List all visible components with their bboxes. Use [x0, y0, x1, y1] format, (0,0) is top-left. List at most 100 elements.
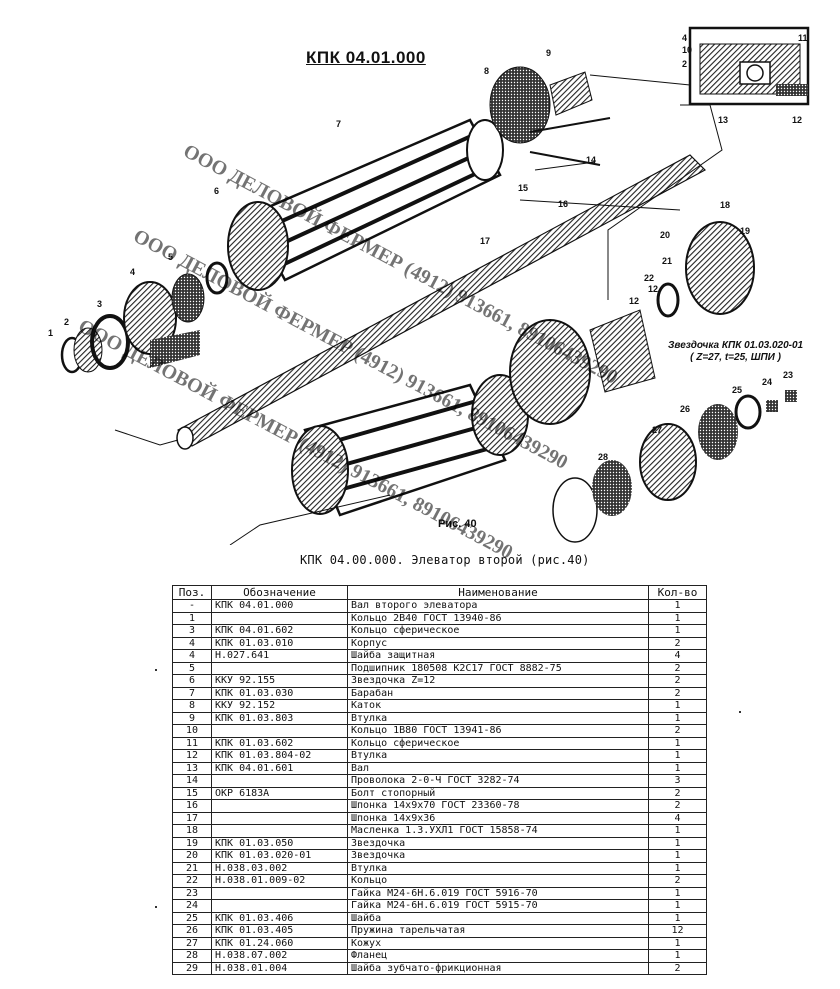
callout: 26 — [680, 404, 691, 414]
cell-name: Звездочка Z=12 — [347, 674, 649, 688]
callout: 28 — [598, 452, 609, 462]
cell-quantity: 2 — [648, 874, 707, 888]
column-header-designation: Обозначение — [211, 585, 348, 600]
cell-name: Гайка М24-6Н.6.019 ГОСТ 5915-70 — [347, 899, 649, 913]
cell-quantity: 1 — [648, 861, 707, 875]
cell-designation: КПК 01.24.060 — [211, 936, 348, 950]
column-header-name: Наименование — [347, 585, 649, 600]
cell-position: 12 — [172, 749, 212, 763]
cell-quantity: 2 — [648, 636, 707, 650]
callout: 15 — [518, 183, 529, 193]
cell-quantity: 1 — [648, 624, 707, 638]
cell-quantity: 1 — [648, 699, 707, 713]
cell-name: Пружина тарельчатая — [347, 924, 649, 938]
cell-quantity: 3 — [648, 774, 707, 788]
cell-name: Кольцо сферическое — [347, 736, 649, 750]
cell-name: Шпонка 14х9х36 — [347, 811, 649, 825]
scan-speck — [155, 669, 157, 671]
callout: 2 — [64, 317, 70, 327]
cell-quantity: 2 — [648, 799, 707, 813]
cell-quantity: 12 — [648, 924, 707, 938]
cell-position: 1 — [172, 611, 212, 625]
cell-name: Звездочка — [347, 836, 649, 850]
cell-designation — [211, 799, 348, 813]
cell-quantity: 1 — [648, 886, 707, 900]
drawing-title: КПК 04.01.000 — [306, 48, 426, 67]
cell-name: Кожух — [347, 936, 649, 950]
cell-quantity: 1 — [648, 911, 707, 925]
parts-table: Поз. Обозначение Наименование Кол-во -КП… — [172, 585, 707, 975]
cell-position: 28 — [172, 949, 212, 963]
callout: 23 — [783, 370, 794, 380]
cell-position: 14 — [172, 774, 212, 788]
cell-position: 24 — [172, 899, 212, 913]
cell-name: Втулка — [347, 711, 649, 725]
cell-designation: Н.038.01.009-02 — [211, 874, 348, 888]
cell-name: Вал — [347, 761, 649, 775]
cell-quantity: 1 — [648, 899, 707, 913]
cell-designation: Н.038.07.002 — [211, 949, 348, 963]
cell-name: Шайба — [347, 911, 649, 925]
sprocket-note-line1: Звездочка КПК 01.03.020-01 — [668, 340, 804, 351]
cell-name: Масленка 1.3.УХЛ1 ГОСТ 15858-74 — [347, 824, 649, 838]
leader-lines — [114, 74, 723, 546]
cell-designation: КПК 04.01.602 — [211, 624, 348, 638]
cell-position: 18 — [172, 824, 212, 838]
cell-name: Втулка — [347, 861, 649, 875]
cell-position: 29 — [172, 961, 212, 975]
cell-quantity: 2 — [648, 686, 707, 700]
cell-quantity: 1 — [648, 611, 707, 625]
callout: 17 — [480, 236, 491, 246]
cell-position: 11 — [172, 736, 212, 750]
roller-and-bushing — [489, 66, 593, 144]
cell-position: 17 — [172, 811, 212, 825]
cell-quantity: 1 — [648, 736, 707, 750]
cell-designation: КПК 04.01.000 — [211, 599, 348, 613]
cell-name: Проволока 2-0-Ч ГОСТ 3282-74 — [347, 774, 649, 788]
cell-designation: ОКР 6183А — [211, 786, 348, 800]
left-bearing-group — [60, 261, 229, 374]
cell-quantity: 2 — [648, 724, 707, 738]
cell-position: 25 — [172, 911, 212, 925]
cell-quantity: 1 — [648, 836, 707, 850]
lower-right-stack — [552, 390, 797, 543]
cell-quantity: 4 — [648, 811, 707, 825]
cell-designation: КПК 01.03.050 — [211, 836, 348, 850]
cell-designation: КПК 01.03.804-02 — [211, 749, 348, 763]
cell-name: Фланец — [347, 949, 649, 963]
main-shaft — [176, 154, 706, 450]
callout: 27 — [652, 425, 663, 435]
callout: 8 — [484, 66, 490, 76]
document-caption: КПК 04.00.000. Элеватор второй (рис.40) — [300, 553, 590, 567]
cell-name: Шайба зубчато-фрикционная — [347, 961, 649, 975]
exploded-assembly-drawing: КПК 04.01.000 1 2 3 4 5 6 7 8 9 12 14 15… — [48, 26, 810, 564]
cell-designation — [211, 774, 348, 788]
callout: 24 — [762, 377, 773, 387]
cell-quantity: 1 — [648, 761, 707, 775]
cell-designation: КПК 01.03.405 — [211, 924, 348, 938]
exploded-view-illustration — [60, 26, 810, 546]
cell-name: Кольцо — [347, 874, 649, 888]
cell-designation: КПК 01.03.010 — [211, 636, 348, 650]
cell-name: Болт стопорный — [347, 786, 649, 800]
cell-position: 10 — [172, 724, 212, 738]
cell-position: 21 — [172, 861, 212, 875]
cell-designation — [211, 724, 348, 738]
callout: 25 — [732, 385, 743, 395]
callout: 22 — [644, 273, 655, 283]
